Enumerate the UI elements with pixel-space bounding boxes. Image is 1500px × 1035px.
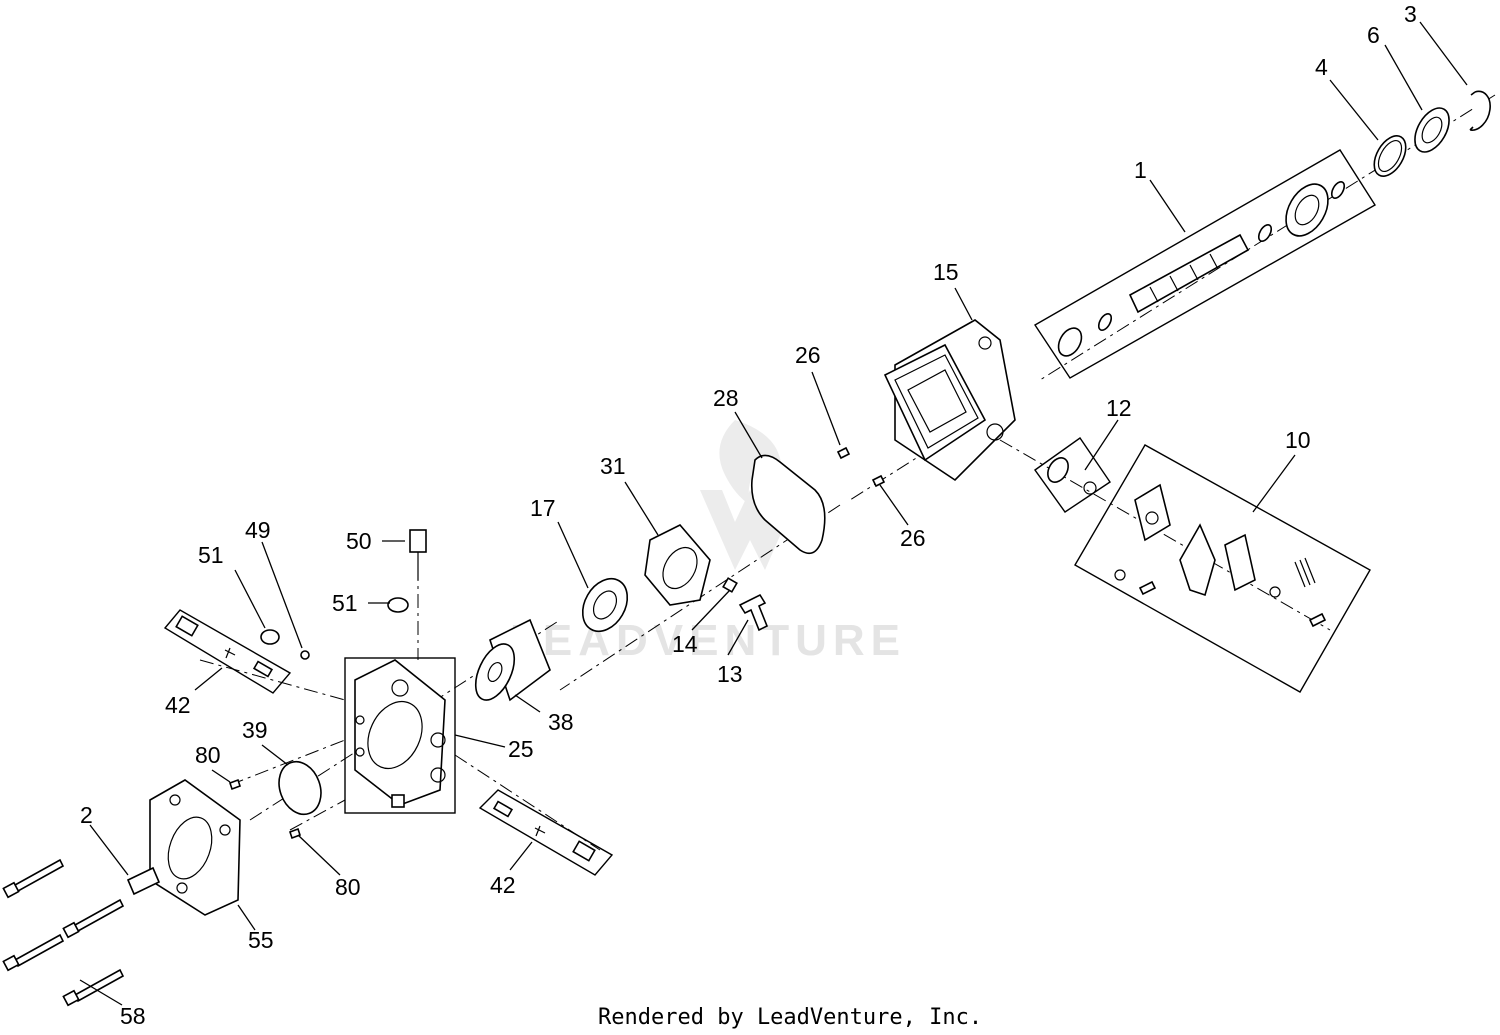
- callout-80-upper: 80: [195, 742, 221, 768]
- callout-17: 17: [530, 495, 556, 521]
- flange-part: [149, 779, 241, 916]
- callout-50: 50: [346, 528, 372, 554]
- end-cap-part: [344, 657, 456, 814]
- leadventure-watermark: LEADVENTURE: [510, 420, 906, 665]
- callout-2: 2: [80, 802, 93, 828]
- callout-13: 13: [717, 661, 743, 687]
- callout-6: 6: [1367, 22, 1380, 48]
- callout-26-lower: 26: [900, 525, 926, 551]
- callout-28: 28: [713, 385, 739, 411]
- washer-part: [1373, 135, 1407, 177]
- control-linkage-part: [1074, 444, 1371, 693]
- footer-credit: Rendered by LeadVenture, Inc.: [598, 1005, 982, 1030]
- seal-part: [1414, 107, 1450, 153]
- plug-part-upper: [387, 597, 409, 613]
- bearing-part: [581, 577, 629, 633]
- callout-31: 31: [600, 453, 626, 479]
- watermark-text: LEADVENTURE: [510, 616, 906, 665]
- callout-51-upper: 51: [332, 590, 358, 616]
- callout-51-left: 51: [198, 542, 224, 568]
- callout-80-lower: 80: [335, 874, 361, 900]
- trunnion-part: [738, 593, 769, 632]
- gasket-part: [750, 454, 826, 555]
- retaining-ring-part: [1469, 90, 1491, 131]
- check-valve-kit-lower: [478, 789, 614, 876]
- o-ring-part: [278, 760, 322, 816]
- callout-labels: 1 2 3 4 6 10 12 13 14 15 17 25 26 26 28 …: [80, 1, 1417, 1029]
- seal-kit-part: [1034, 437, 1111, 513]
- housing-part: [883, 319, 1016, 482]
- dowel-part-lower: [288, 827, 302, 840]
- callout-58: 58: [120, 1003, 146, 1029]
- callout-39: 39: [242, 717, 268, 743]
- callout-4: 4: [1315, 54, 1328, 80]
- cylinder-block-part: [474, 618, 551, 702]
- callout-42-lower: 42: [490, 872, 516, 898]
- dowel-part-upper: [228, 778, 242, 791]
- callout-12: 12: [1106, 395, 1132, 421]
- small-block-part: [722, 577, 738, 593]
- callout-3: 3: [1404, 1, 1417, 27]
- callout-38: 38: [548, 709, 574, 735]
- shaft-assembly-part: [1034, 149, 1376, 379]
- callout-14: 14: [672, 631, 698, 657]
- swashplate-part: [644, 524, 711, 606]
- fitting-part: [300, 650, 310, 660]
- valve-part: [409, 529, 427, 580]
- callout-10: 10: [1285, 427, 1311, 453]
- callout-1: 1: [1134, 157, 1147, 183]
- coupler-part: [126, 866, 161, 896]
- callout-25: 25: [508, 736, 534, 762]
- callout-49: 49: [245, 517, 271, 543]
- callout-55: 55: [248, 927, 274, 953]
- leader-lines: [79, 21, 1468, 1006]
- callout-15: 15: [933, 259, 959, 285]
- callout-26-upper: 26: [795, 342, 821, 368]
- pin-parts: [836, 446, 886, 488]
- check-valve-kit-upper: [163, 609, 292, 694]
- callout-42-upper: 42: [165, 692, 191, 718]
- bolt-parts: [2, 858, 125, 1007]
- plug-part-left: [260, 629, 280, 645]
